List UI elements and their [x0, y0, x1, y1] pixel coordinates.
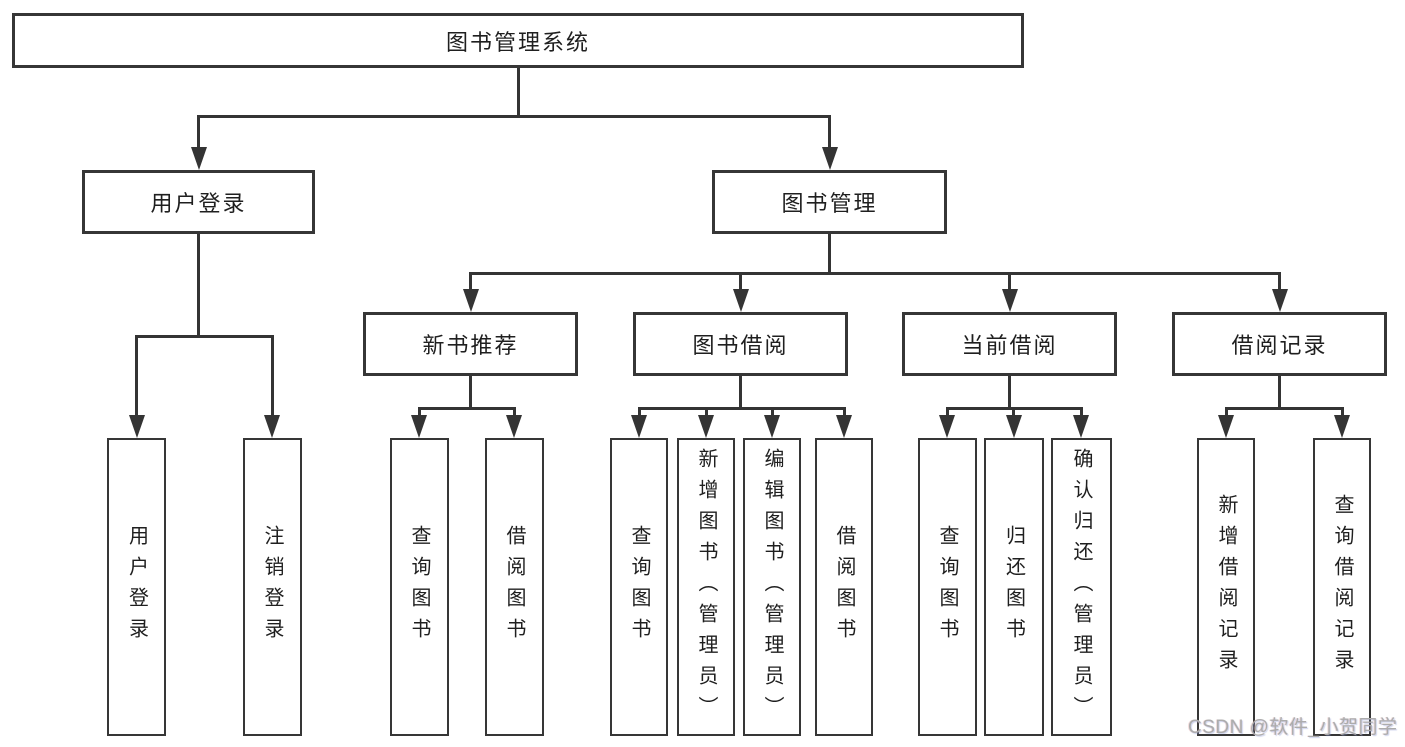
- leaf-node-label: 新增借阅记录: [1215, 494, 1237, 680]
- leaf-node-label: 新增图书（管理员）: [695, 447, 717, 727]
- section-node-book-borrowing: 图书借阅: [633, 312, 848, 376]
- leaf-node-edit-books-admin: 编辑图书（管理员）: [743, 438, 801, 736]
- leaf-node-label: 借阅图书: [503, 525, 525, 649]
- leaf-node-return-books: 归还图书: [983, 438, 1044, 736]
- section-node-label: 新书推荐: [422, 333, 519, 358]
- arrow-down-icon: [732, 289, 749, 312]
- connector-drop: [770, 407, 774, 419]
- connector-drop: [1224, 407, 1228, 419]
- leaf-node-label: 确认归还（管理员）: [1070, 447, 1092, 727]
- leaf-node-label: 查询图书: [936, 525, 958, 649]
- branch-node-book-management: 图书管理: [712, 170, 947, 234]
- connector-drop: [1278, 272, 1281, 292]
- arrow-down-icon: [821, 147, 838, 170]
- connector-user-login-bus: [135, 335, 274, 338]
- connector-drop: [512, 407, 516, 419]
- leaf-node-borrow-books-recommend: 借阅图书: [484, 438, 544, 736]
- connector-root-stem: [516, 68, 520, 118]
- leaf-node-query-books-recommend: 查询图书: [389, 438, 449, 736]
- leaf-node-user-login: 用户登录: [107, 438, 166, 736]
- leaf-node-add-borrow-record: 新增借阅记录: [1197, 438, 1255, 736]
- connector-drop: [1012, 407, 1015, 419]
- section-node-current-borrowing: 当前借阅: [902, 312, 1117, 376]
- connector-drop: [1008, 272, 1011, 292]
- section-node-borrowing-records: 借阅记录: [1172, 312, 1387, 376]
- connector-current-stem: [1008, 376, 1011, 410]
- section-node-label: 图书借阅: [692, 333, 789, 358]
- arrow-down-icon: [836, 415, 852, 438]
- connector-drop: [1340, 407, 1344, 419]
- leaf-node-query-books-current: 查询图书: [917, 438, 977, 736]
- connector-user-login-stem: [197, 234, 200, 338]
- connector-records-stem: [1278, 376, 1281, 410]
- connector-sections-bus: [469, 272, 1281, 275]
- leaf-node-label: 查询图书: [628, 525, 650, 649]
- arrow-down-icon: [1334, 415, 1350, 438]
- connector-borrow-bus: [637, 407, 846, 410]
- leaf-node-query-borrow-record: 查询借阅记录: [1313, 438, 1371, 736]
- connector-newbook-stem: [469, 376, 472, 410]
- leaf-node-label: 查询借阅记录: [1331, 494, 1353, 680]
- connector-drop: [842, 407, 846, 419]
- arrow-down-icon: [506, 415, 522, 438]
- leaf-node-confirm-return-admin: 确认归还（管理员）: [1050, 438, 1112, 736]
- section-node-label: 当前借阅: [961, 333, 1058, 358]
- leaf-node-label: 借阅图书: [833, 525, 855, 649]
- leaf-node-logout: 注销登录: [242, 438, 302, 736]
- arrow-down-icon: [1005, 415, 1022, 438]
- arrow-down-icon: [190, 147, 207, 170]
- leaf-node-add-books-admin: 新增图书（管理员）: [677, 438, 735, 736]
- root-node-system: 图书管理系统: [12, 13, 1024, 68]
- leaf-node-label: 归还图书: [1002, 525, 1025, 649]
- branch-node-user-login: 用户登录: [82, 170, 315, 234]
- leaf-node-label: 注销登录: [261, 525, 283, 649]
- root-node-label: 图书管理系统: [445, 29, 590, 55]
- arrow-down-icon: [1271, 289, 1288, 312]
- arrow-down-icon: [698, 415, 714, 438]
- arrow-down-icon: [462, 289, 479, 312]
- connector-drop: [270, 335, 274, 419]
- connector-newbook-bus: [417, 407, 516, 410]
- arrow-down-icon: [264, 415, 280, 438]
- leaf-node-borrow-books: 借阅图书: [815, 438, 873, 736]
- arrow-down-icon: [411, 415, 427, 438]
- connector-book-mgmt-drop: [828, 115, 831, 152]
- connector-drop: [135, 335, 138, 419]
- section-node-label: 借阅记录: [1231, 333, 1328, 358]
- branch-node-label: 用户登录: [150, 191, 247, 216]
- arrow-down-icon: [631, 415, 647, 438]
- connector-user-login-drop: [197, 115, 200, 152]
- leaf-node-query-books-borrowing: 查询图书: [610, 438, 668, 736]
- arrow-down-icon: [128, 415, 145, 438]
- connector-drop: [469, 272, 472, 292]
- arrow-down-icon: [939, 415, 955, 438]
- connector-book-mgmt-stem: [828, 234, 831, 275]
- connector-drop: [637, 407, 641, 419]
- leaf-node-label: 查询图书: [408, 525, 430, 649]
- connector-records-bus: [1224, 407, 1344, 410]
- connector-drop: [945, 407, 949, 419]
- arrow-down-icon: [1001, 289, 1018, 312]
- connector-drop: [704, 407, 708, 419]
- arrow-down-icon: [764, 415, 780, 438]
- connector-level1-bus: [197, 115, 831, 118]
- section-node-new-book-recommend: 新书推荐: [363, 312, 578, 376]
- csdn-watermark: CSDN @软件_小贺同学: [1188, 717, 1398, 738]
- leaf-node-label: 编辑图书（管理员）: [761, 447, 783, 727]
- branch-node-label: 图书管理: [781, 191, 878, 216]
- leaf-node-label: 用户登录: [125, 525, 148, 649]
- connector-borrow-stem: [739, 376, 742, 410]
- arrow-down-icon: [1073, 415, 1089, 438]
- connector-drop: [1079, 407, 1083, 419]
- arrow-down-icon: [1218, 415, 1234, 438]
- connector-drop: [739, 272, 742, 292]
- connector-drop: [417, 407, 421, 419]
